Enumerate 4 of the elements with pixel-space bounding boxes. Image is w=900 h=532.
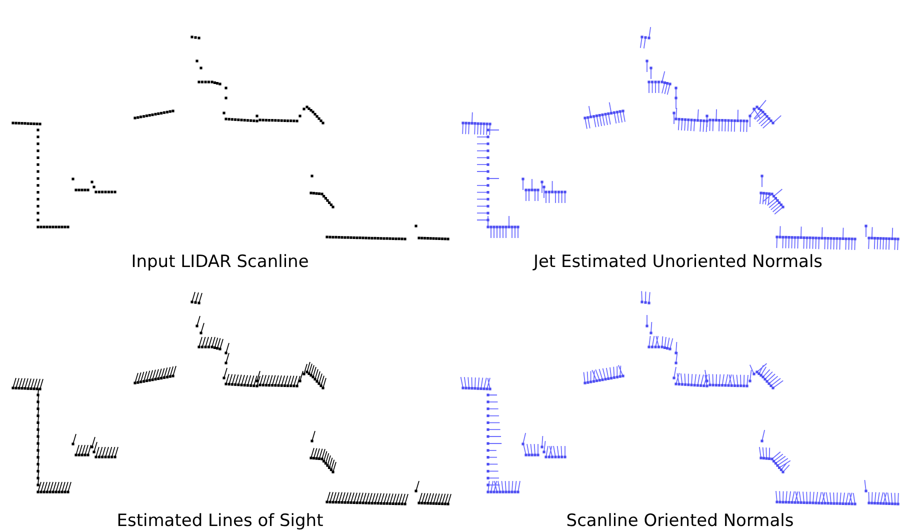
caption: Input LIDAR Scanline bbox=[131, 252, 309, 272]
caption: Estimated Lines of Sight bbox=[116, 511, 324, 531]
caption: Scanline Oriented Normals bbox=[566, 511, 794, 531]
caption: Jet Estimated Unoriented Normals bbox=[533, 252, 823, 272]
